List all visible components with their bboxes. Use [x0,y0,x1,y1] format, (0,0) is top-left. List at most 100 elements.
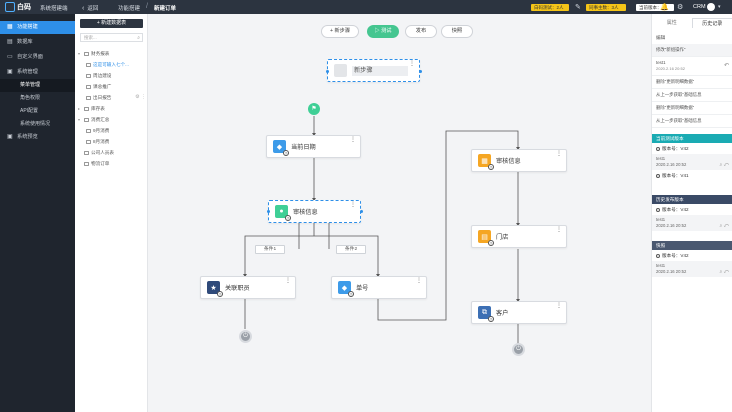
nav-item-function-build[interactable]: ▦功能搭建 [0,21,75,34]
new-table-button[interactable]: + 新建数据表 [80,19,143,28]
more-icon[interactable]: ⋮ [556,227,562,233]
connect-handle[interactable] [360,210,363,213]
version-row[interactable]: 版本号：V42 [652,143,732,154]
version-time: 2020.2.16 20:52 [656,162,687,167]
node-order-no[interactable]: ◆◷ 单号 ⋮ [331,276,427,299]
tree-row[interactable]: 出日报告⚙ ⋮ [78,92,146,103]
version-time: 2020.2.16 20:52 [656,269,687,274]
connect-handle[interactable] [419,70,422,73]
more-icon[interactable]: ⚙ ⋮ [135,94,146,100]
nav-sub-system-usage[interactable]: 系统使用情况 [20,121,51,127]
tab-history[interactable]: 历史记录 [691,18,732,28]
nav-sub-menu-manage[interactable]: 菜单管理 [0,79,75,92]
condition-label[interactable]: 条件1 [255,245,285,254]
node-review-info-right[interactable]: ▦◷ 审核信息 ⋮ [471,149,567,172]
more-icon[interactable]: ⋮ [350,137,356,143]
new-step-button[interactable]: + 新步骤 [321,25,359,38]
nav-item-database[interactable]: ▤数据库 [0,36,75,49]
nav-label: 系统预览 [17,134,38,140]
nav-sub-role-permission[interactable]: 角色权限 [20,95,41,101]
tree-row[interactable]: ▸库存表 [78,103,146,114]
avatar[interactable] [707,3,715,11]
restore-icon[interactable]: ⌕ ↶ [719,162,729,168]
version-row[interactable]: 版本号：V42 [652,204,732,215]
more-icon[interactable]: ⋮ [409,61,415,67]
nav-item-system-admin[interactable]: ▣系统管理 [0,66,75,79]
history-item[interactable]: 删除"更新明细数据" [652,76,732,89]
tree-row[interactable]: ▾财务报表 [78,48,146,59]
chevron-left-icon: ‹ [82,5,85,12]
search-icon: ⌕ [137,35,140,41]
history-text: 修改"新组操作" [656,47,686,52]
grid-icon: ▦◷ [478,154,494,170]
version-row[interactable]: 版本号：V41 [652,170,732,181]
node-store[interactable]: ▤◷ 门店 ⋮ [471,225,567,248]
restore-icon[interactable]: ⌕ ↶ [719,223,729,229]
history-item[interactable]: test1 2020.2.16 20:52 ↶ [652,57,732,76]
crm-label: CRM [693,4,706,10]
undo-icon[interactable]: ↶ [723,63,729,69]
table-icon [86,84,91,89]
node-name-input[interactable]: 新步骤 [352,65,408,76]
gear-icon[interactable]: ⚙ [677,4,684,11]
test-button[interactable]: ▷ 测试 [367,25,399,38]
tree-row[interactable]: 公司人员表 [78,147,146,158]
arrow-head [516,223,520,226]
connect-handle[interactable] [267,210,270,213]
section-history-publish: 历史发布版本 [652,195,732,204]
bell-icon[interactable]: 🔔 [660,4,669,11]
clock-icon: ◷ [488,240,494,246]
tree-row-label: 财务报表 [91,51,110,56]
history-item[interactable]: 删除"更新明细数据" [652,102,732,115]
more-icon[interactable]: ⋮ [556,151,562,157]
end-power-icon[interactable]: ⏻ [239,330,252,343]
right-panel: 属性 历史记录 编辑 修改"新组操作" test1 2020.2.16 20:5… [651,14,732,412]
nav-item-system-preview[interactable]: ▣系统预览 [0,131,75,144]
version-user: test1 [656,156,666,161]
chevron-down-icon: ▾ [78,117,81,122]
node-customer[interactable]: ⧉◷ 客户 ⋮ [471,301,567,324]
tree-row[interactable]: 8月消费 [78,136,146,147]
cube-icon: ◆◷ [338,281,354,297]
more-icon[interactable]: ⋮ [556,303,562,309]
table-icon [84,161,89,166]
node-related-staff[interactable]: ★◷ 关联职员 ⋮ [200,276,296,299]
history-item[interactable]: 从上一步获取"基础信息 [652,89,732,102]
node-label: 审核信息 [293,209,318,216]
nav-sub-api-config[interactable]: API配置 [20,108,39,114]
tab-properties[interactable]: 属性 [666,20,677,26]
store-icon: ▤◷ [478,230,494,246]
publish-button[interactable]: 发布 [405,25,437,38]
back-button[interactable]: ‹返回 [82,4,98,12]
connect-handle[interactable] [326,70,329,73]
flow-canvas[interactable]: + 新步骤 ▷ 测试 发布 快照 新步骤 ⋮ ⚑ ◆◷ 当前日期 ⋮ ●◷ 审核… [148,14,651,412]
version-row[interactable]: 版本号：V42 [652,250,732,261]
snapshot-button[interactable]: 快照 [441,25,473,38]
node-current-date[interactable]: ◆◷ 当前日期 ⋮ [266,135,361,158]
tree-row[interactable]: 这是可输入七个... [78,59,146,70]
restore-icon[interactable]: ⌕ ↶ [719,269,729,275]
breadcrumb-parent[interactable]: 功能搭建 [118,6,141,12]
tree-row[interactable]: ▾消费汇总 [78,114,146,125]
nav-item-custom-ui[interactable]: ▭自定义界面 [0,51,75,64]
tree-row[interactable]: 9月消费 [78,125,146,136]
condition-label[interactable]: 条件2 [336,245,366,254]
node-review-info[interactable]: ●◷ 审核信息 ⋮ [268,200,361,223]
node-new-step[interactable]: 新步骤 ⋮ [327,59,420,82]
more-icon[interactable]: ⋮ [350,202,356,208]
more-icon[interactable]: ⋮ [416,278,422,284]
tree-search-input[interactable]: 搜索... ⌕ [80,33,143,42]
more-icon[interactable]: ⋮ [285,278,291,284]
tree-row[interactable]: 周边建设 [78,70,146,81]
nav-label: 功能搭建 [17,24,38,30]
tree-list: ▾财务报表 这是可输入七个... 周边建设 课总推广 出日报告⚙ ⋮ ▸库存表 … [78,48,146,169]
end-power-icon[interactable]: ⏻ [512,343,525,356]
tree-row[interactable]: 课总推广 [78,81,146,92]
edit-icon[interactable]: ✎ [575,4,581,11]
tree-row[interactable]: 物流订单 [78,158,146,169]
history-item[interactable]: 修改"新组操作" [652,44,732,57]
start-flag-icon[interactable]: ⚑ [308,103,320,115]
chevron-down-icon[interactable]: ▾ [718,4,721,10]
section-snapshot: 快照 [652,241,732,250]
history-item[interactable]: 从上一步获取"基础信息 [652,115,732,128]
